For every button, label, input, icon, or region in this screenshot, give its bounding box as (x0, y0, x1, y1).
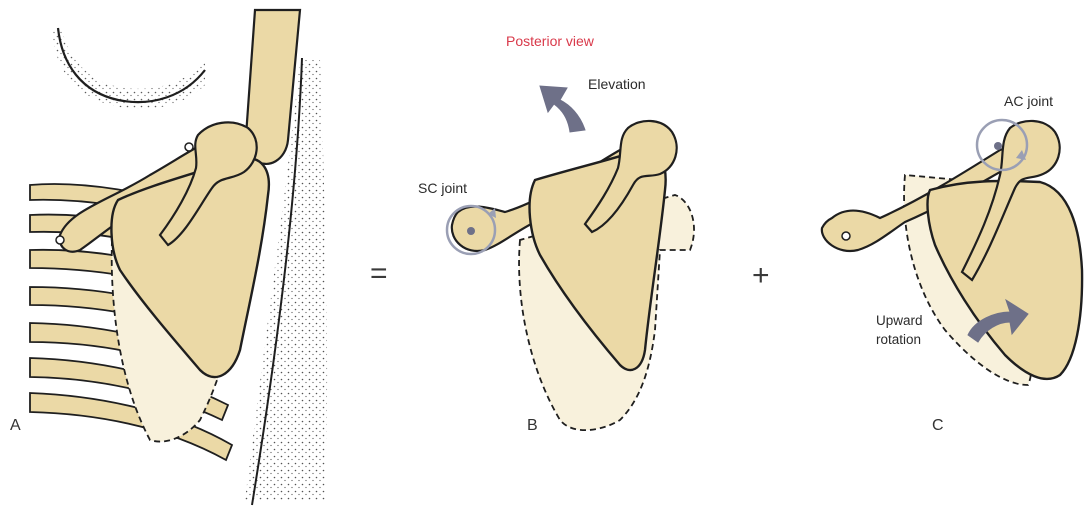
ac-joint-label: AC joint (1004, 93, 1053, 109)
sc-joint-marker-a (56, 236, 64, 244)
sc-joint-dot (467, 227, 475, 235)
panel-a-illustration (30, 10, 327, 505)
neck-shadow (52, 30, 205, 109)
ac-joint-dot (994, 142, 1002, 150)
elevation-arrow-icon (540, 86, 585, 132)
view-title: Posterior view (506, 33, 594, 49)
plus-operator: + (752, 259, 770, 294)
panel-label-a: A (10, 417, 21, 435)
ac-joint-marker-a (185, 143, 193, 151)
upward-rotation-label-line1: Upward (876, 313, 923, 329)
upward-rotation-label-line2: rotation (876, 332, 921, 348)
elevation-label: Elevation (588, 76, 646, 92)
panel-label-c: C (932, 417, 944, 435)
equals-operator: = (370, 257, 388, 292)
sc-joint-marker-c (842, 232, 850, 240)
sc-joint-label: SC joint (418, 180, 467, 196)
panel-b-illustration (447, 86, 694, 430)
panel-label-b: B (527, 417, 538, 435)
panel-c-illustration (822, 120, 1082, 385)
